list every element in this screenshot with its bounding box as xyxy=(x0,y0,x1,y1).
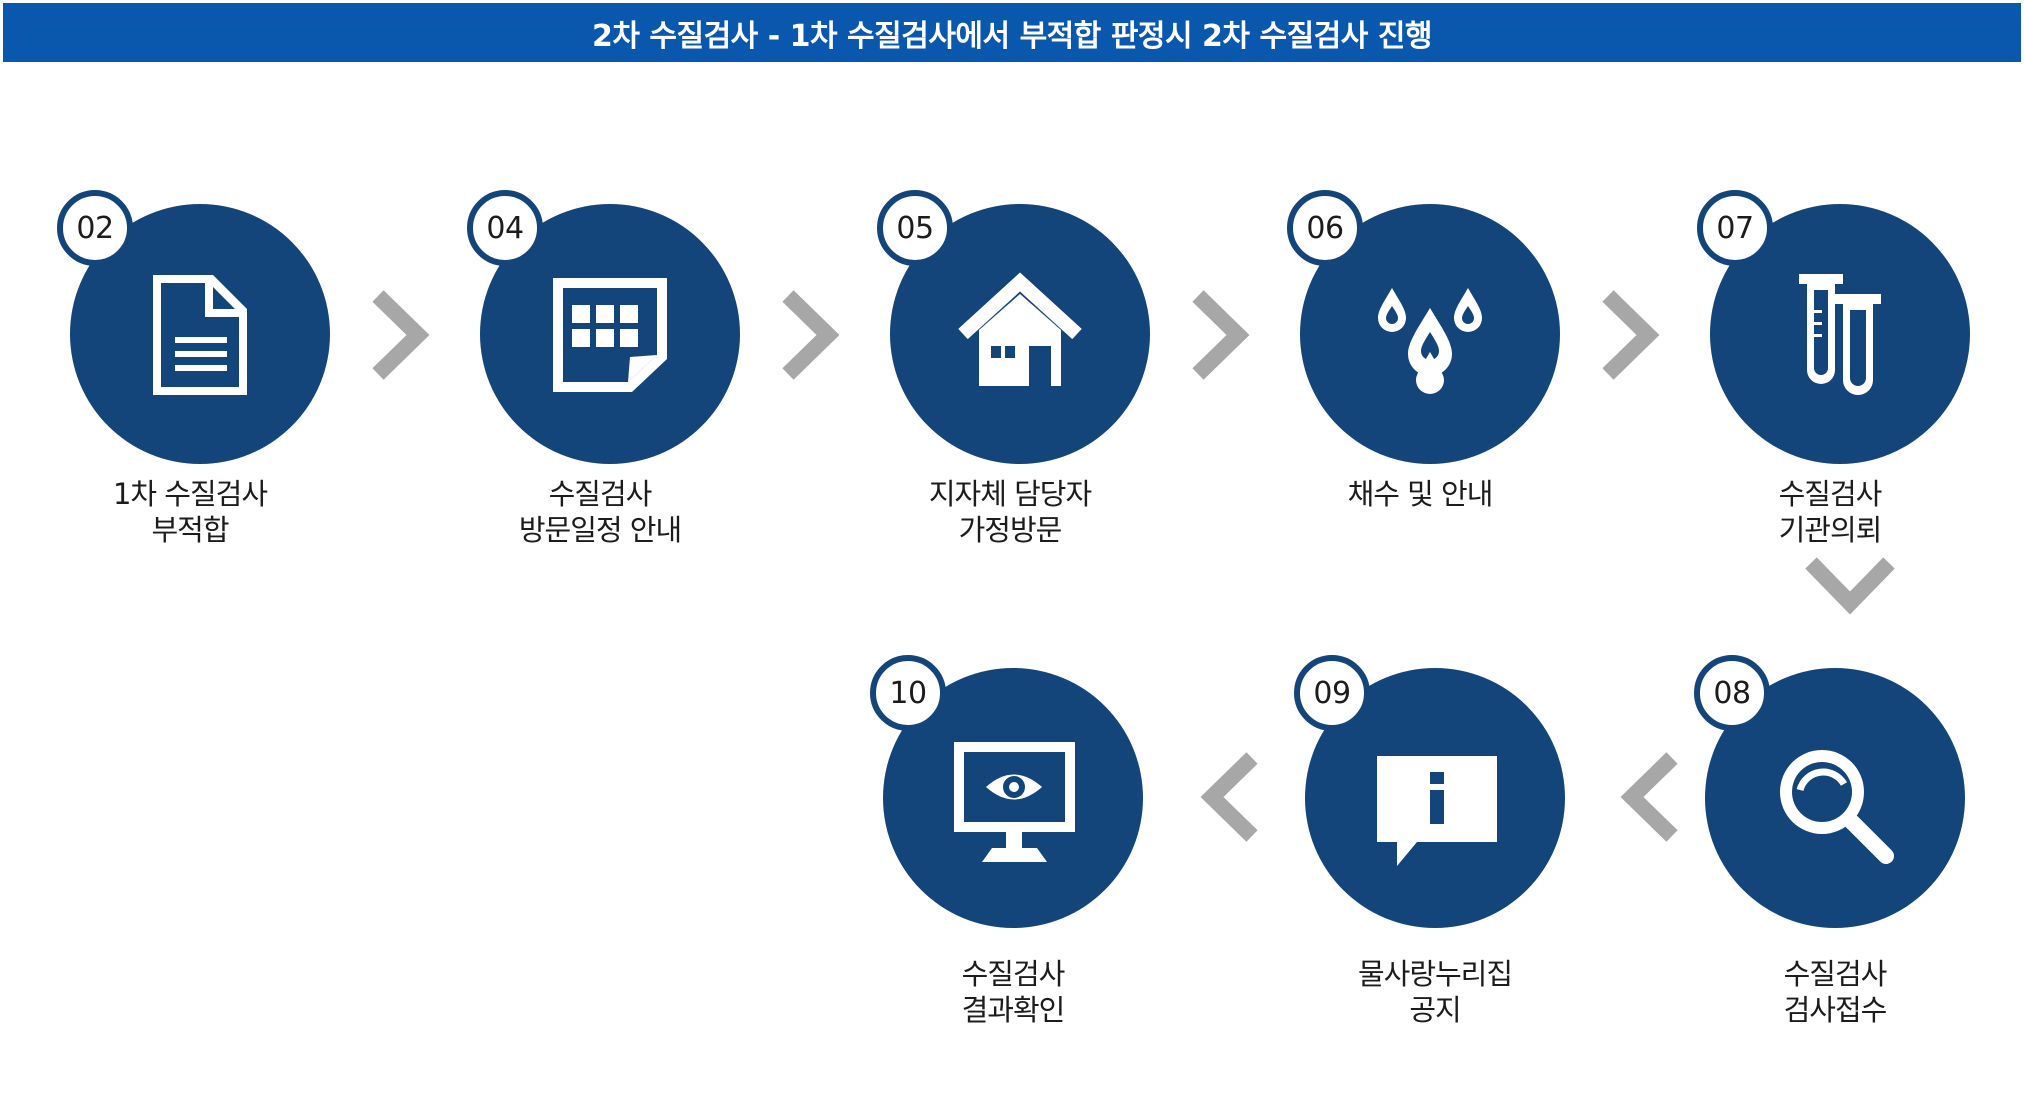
test-tubes-icon xyxy=(1799,274,1881,395)
header-banner: 2차 수질검사 - 1차 수질검사에서 부적합 판정시 2차 수질검사 진행 xyxy=(3,3,2021,62)
water-drops-icon xyxy=(1378,288,1482,394)
chevron-left-icon xyxy=(1200,752,1258,842)
chevron-left-icon xyxy=(1620,752,1678,842)
step-number-badge: 08 xyxy=(1694,655,1770,731)
chevron-down-icon xyxy=(1805,557,1895,615)
magnifier-icon xyxy=(1780,750,1894,864)
house-icon xyxy=(958,272,1082,386)
step-number-badge: 02 xyxy=(57,190,133,266)
header-title: 2차 수질검사 - 1차 수질검사에서 부적합 판정시 2차 수질검사 진행 xyxy=(591,18,1433,54)
step-number-badge: 07 xyxy=(1697,190,1773,266)
chevron-right-icon xyxy=(1602,290,1660,380)
step-number-badge: 09 xyxy=(1294,655,1370,731)
info-bubble-icon xyxy=(1377,756,1497,866)
document-icon xyxy=(153,275,247,395)
step-label: 채수 및 안내 xyxy=(1347,477,1494,511)
step-number-badge: 05 xyxy=(877,190,953,266)
step-number-badge: 04 xyxy=(467,190,543,266)
monitor-eye-icon xyxy=(954,742,1075,862)
step-number-badge: 10 xyxy=(870,655,946,731)
chevron-right-icon xyxy=(782,290,840,380)
step-number-badge: 06 xyxy=(1287,190,1363,266)
chevron-right-icon xyxy=(1192,290,1250,380)
chevron-right-icon xyxy=(372,290,430,380)
calendar-icon xyxy=(553,278,667,392)
